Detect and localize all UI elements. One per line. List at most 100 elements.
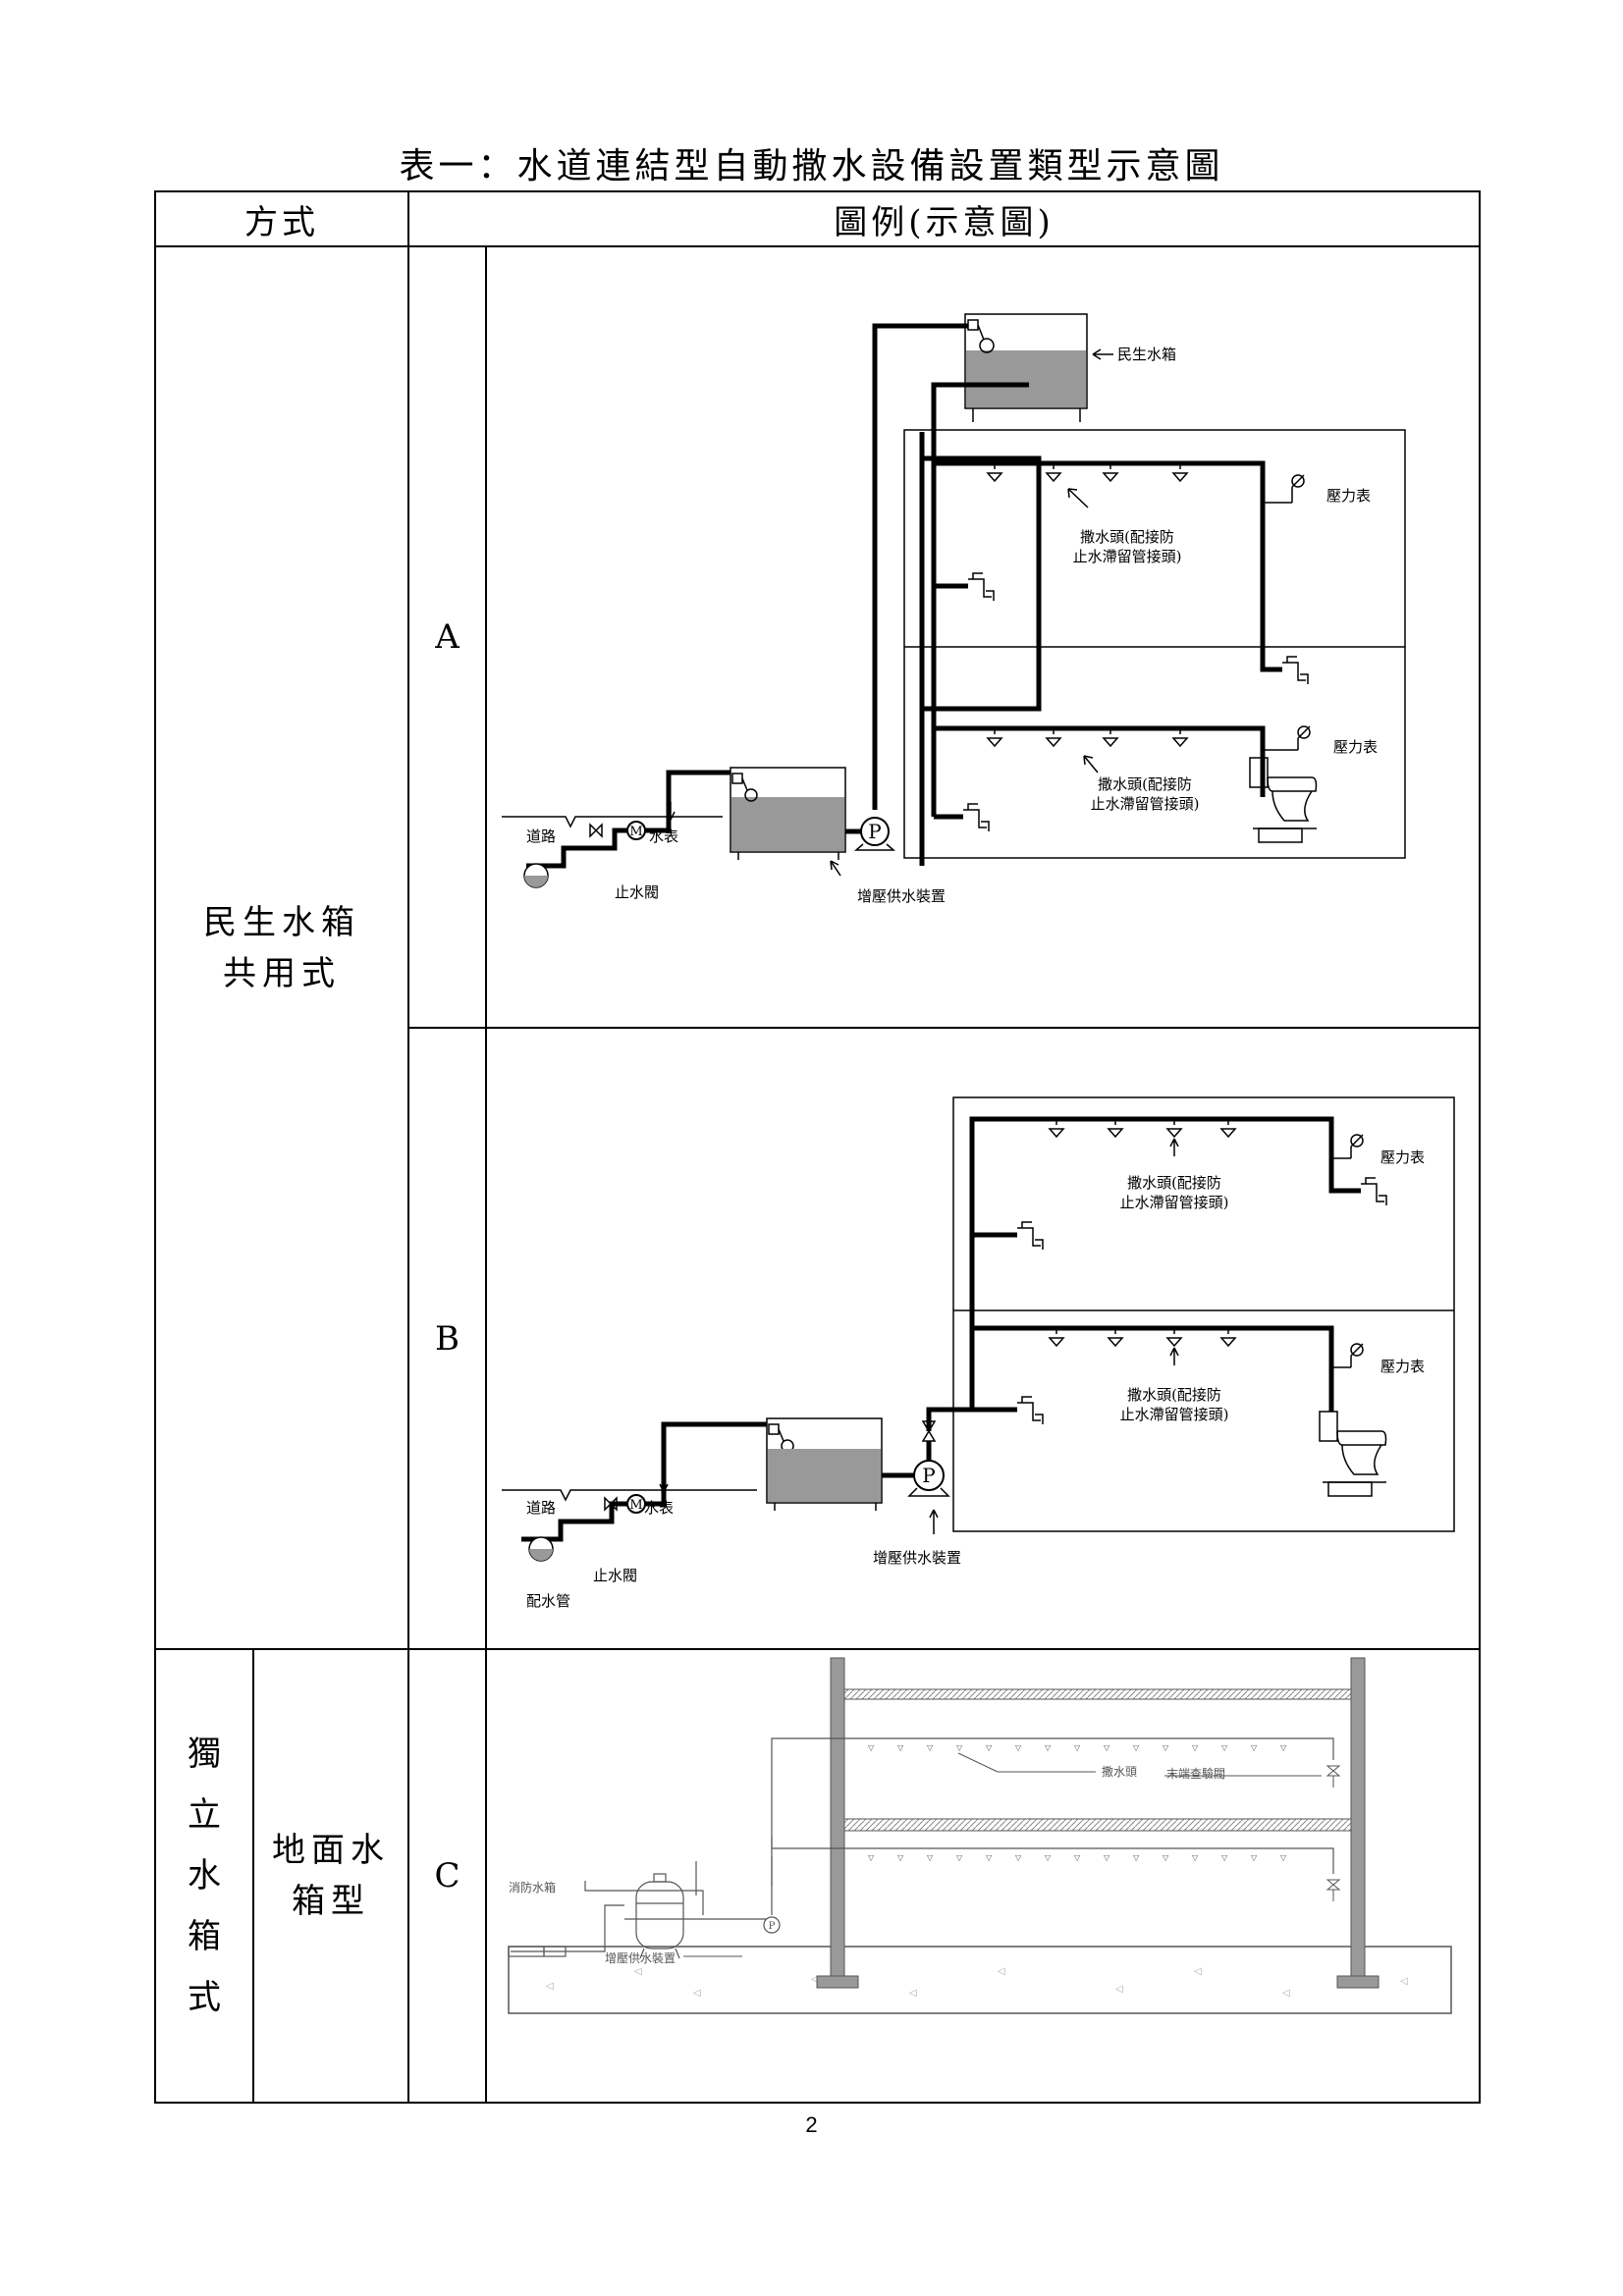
sprinkler-label-b1b: 止水滯留管接頭) bbox=[1120, 1194, 1229, 1211]
meter-label-a: 水表 bbox=[649, 828, 678, 845]
pipes bbox=[526, 323, 1282, 869]
independent-char-5: 式 bbox=[188, 1978, 221, 2017]
valve-label-b: 止水閥 bbox=[593, 1567, 637, 1584]
gauge-label-b2: 壓力表 bbox=[1380, 1358, 1425, 1375]
upper-slab bbox=[843, 1688, 1352, 1700]
meter-b bbox=[626, 1494, 646, 1514]
toilet-b bbox=[1319, 1411, 1387, 1497]
diagram-c: ◁◁◁ ◁◁◁ ◁◁◁◁ bbox=[508, 1657, 1452, 2014]
document-title: 表一：水道連結型自動撒水設備設置類型示意圖 bbox=[399, 146, 1224, 187]
column-left bbox=[830, 1657, 845, 1983]
booster-label-c: 增壓供水裝置 bbox=[605, 1951, 676, 1965]
svg-text:◁: ◁ bbox=[1282, 1988, 1290, 1999]
pressure-gauge-b1 bbox=[1350, 1134, 1364, 1148]
tank-label-a: 民生水箱 bbox=[1117, 346, 1176, 363]
diagram-c-cell: ◁◁◁ ◁◁◁ ◁◁◁◁ bbox=[485, 1648, 1481, 2104]
row-letter-a: A bbox=[407, 245, 487, 1029]
building-outline-b bbox=[952, 1096, 1455, 1532]
independent-tank-label: 獨 立 水 箱 式 bbox=[154, 1648, 254, 2104]
ground-type-line1: 地面水 bbox=[272, 1831, 390, 1870]
shared-label-line2: 共用式 bbox=[223, 953, 341, 993]
sprinkler-label-a2b: 止水滯留管接頭) bbox=[1091, 795, 1200, 813]
building-outline bbox=[903, 429, 1406, 859]
main-pipe-label-b: 配水管 bbox=[526, 1592, 570, 1610]
road-line-a bbox=[502, 816, 723, 828]
svg-text:▽: ▽ bbox=[986, 1853, 993, 1862]
pressure-gauge-a1 bbox=[1291, 474, 1305, 488]
svg-text:▽: ▽ bbox=[1104, 1743, 1110, 1752]
svg-text:▽: ▽ bbox=[956, 1853, 963, 1862]
diagram-a-cell: P M bbox=[485, 245, 1481, 1029]
gauge-label-a2: 壓力表 bbox=[1333, 738, 1378, 756]
pump-c bbox=[763, 1916, 781, 1934]
header-method: 方式 bbox=[154, 190, 409, 247]
page-number: 2 bbox=[805, 2112, 818, 2137]
svg-text:◁: ◁ bbox=[634, 1966, 642, 1977]
header-legend: 圖例(示意圖) bbox=[407, 190, 1481, 247]
fire-tank bbox=[508, 1873, 684, 1959]
svg-text:▽: ▽ bbox=[927, 1743, 934, 1752]
gauge-label-b1: 壓力表 bbox=[1380, 1148, 1425, 1166]
sprinklers-b1 bbox=[1048, 1119, 1237, 1139]
svg-text:▽: ▽ bbox=[1251, 1853, 1258, 1862]
svg-text:▽: ▽ bbox=[1192, 1743, 1199, 1752]
svg-text:▽: ▽ bbox=[1251, 1743, 1258, 1752]
svg-text:▽: ▽ bbox=[1221, 1743, 1228, 1752]
faucets-b bbox=[1017, 1177, 1387, 1424]
roof-tank-water bbox=[966, 350, 1086, 407]
ground-slab bbox=[508, 1946, 1452, 2014]
svg-text:▽: ▽ bbox=[1221, 1853, 1228, 1862]
end-test-valve-2 bbox=[1325, 1879, 1341, 1891]
road-label-a: 道路 bbox=[526, 828, 556, 845]
independent-char-3: 水 bbox=[188, 1856, 221, 1896]
svg-text:◁: ◁ bbox=[811, 1974, 819, 1985]
svg-text:◁: ◁ bbox=[1115, 1984, 1123, 1995]
ground-tank-water bbox=[731, 797, 844, 851]
svg-text:▽: ▽ bbox=[897, 1853, 904, 1862]
row-letter-b: B bbox=[407, 1027, 487, 1650]
meter-b-symbol: M bbox=[629, 1498, 642, 1513]
roof-tank bbox=[964, 313, 1088, 409]
shared-label-line1: 民生水箱 bbox=[203, 902, 360, 942]
diagram-a: P M bbox=[502, 313, 1406, 905]
stop-valve-a bbox=[589, 823, 603, 838]
svg-text:▽: ▽ bbox=[897, 1743, 904, 1752]
diagram-b-cell: P M bbox=[485, 1027, 1481, 1650]
independent-char-1: 獨 bbox=[188, 1735, 221, 1774]
pump-a bbox=[860, 817, 890, 846]
svg-text:▽: ▽ bbox=[1192, 1853, 1199, 1862]
shared-tank-label: 民生水箱 共用式 bbox=[154, 245, 409, 1650]
svg-text:▽: ▽ bbox=[1280, 1743, 1287, 1752]
ground-type-line2: 箱型 bbox=[292, 1882, 370, 1921]
stop-valve-b bbox=[604, 1496, 618, 1512]
diagram-b: P M bbox=[502, 1096, 1455, 1610]
toilet-a bbox=[1249, 757, 1318, 843]
sprinkler-label-c: 撒水頭 bbox=[1102, 1764, 1137, 1779]
svg-text:▽: ▽ bbox=[1045, 1853, 1052, 1862]
pump-a-symbol: P bbox=[868, 820, 881, 843]
pump-c-symbol: P bbox=[769, 1921, 776, 1932]
ground-tank-b-water bbox=[768, 1449, 881, 1502]
svg-text:▽: ▽ bbox=[927, 1853, 934, 1862]
svg-text:◁: ◁ bbox=[1194, 1966, 1202, 1977]
pipes-c bbox=[511, 1737, 1334, 1952]
sprinkler-label-b1: 撒水頭(配接防 bbox=[1127, 1174, 1221, 1192]
pressure-gauge-b2 bbox=[1350, 1343, 1364, 1357]
pump-b-symbol: P bbox=[922, 1464, 935, 1487]
ground-tank-b bbox=[766, 1417, 883, 1504]
sprinklers-a1 bbox=[986, 463, 1189, 483]
sprinkler-label-b2: 撒水頭(配接防 bbox=[1127, 1386, 1221, 1404]
svg-text:▽: ▽ bbox=[986, 1743, 993, 1752]
road-label-b: 道路 bbox=[526, 1499, 556, 1517]
svg-text:▽: ▽ bbox=[1133, 1743, 1140, 1752]
svg-text:◁: ◁ bbox=[998, 1966, 1005, 1977]
diagram-table: 方式 圖例(示意圖) 民生水箱 共用式 A bbox=[154, 190, 1481, 2104]
svg-text:▽: ▽ bbox=[1074, 1743, 1081, 1752]
gauge-label-a1: 壓力表 bbox=[1326, 487, 1371, 505]
svg-text:▽: ▽ bbox=[1015, 1853, 1022, 1862]
svg-text:▽: ▽ bbox=[1163, 1743, 1169, 1752]
faucets-a bbox=[963, 572, 1309, 831]
booster-label-b: 增壓供水裝置 bbox=[873, 1549, 961, 1567]
svg-text:◁: ◁ bbox=[546, 1981, 554, 1992]
sprinklers-b2 bbox=[1048, 1328, 1237, 1348]
